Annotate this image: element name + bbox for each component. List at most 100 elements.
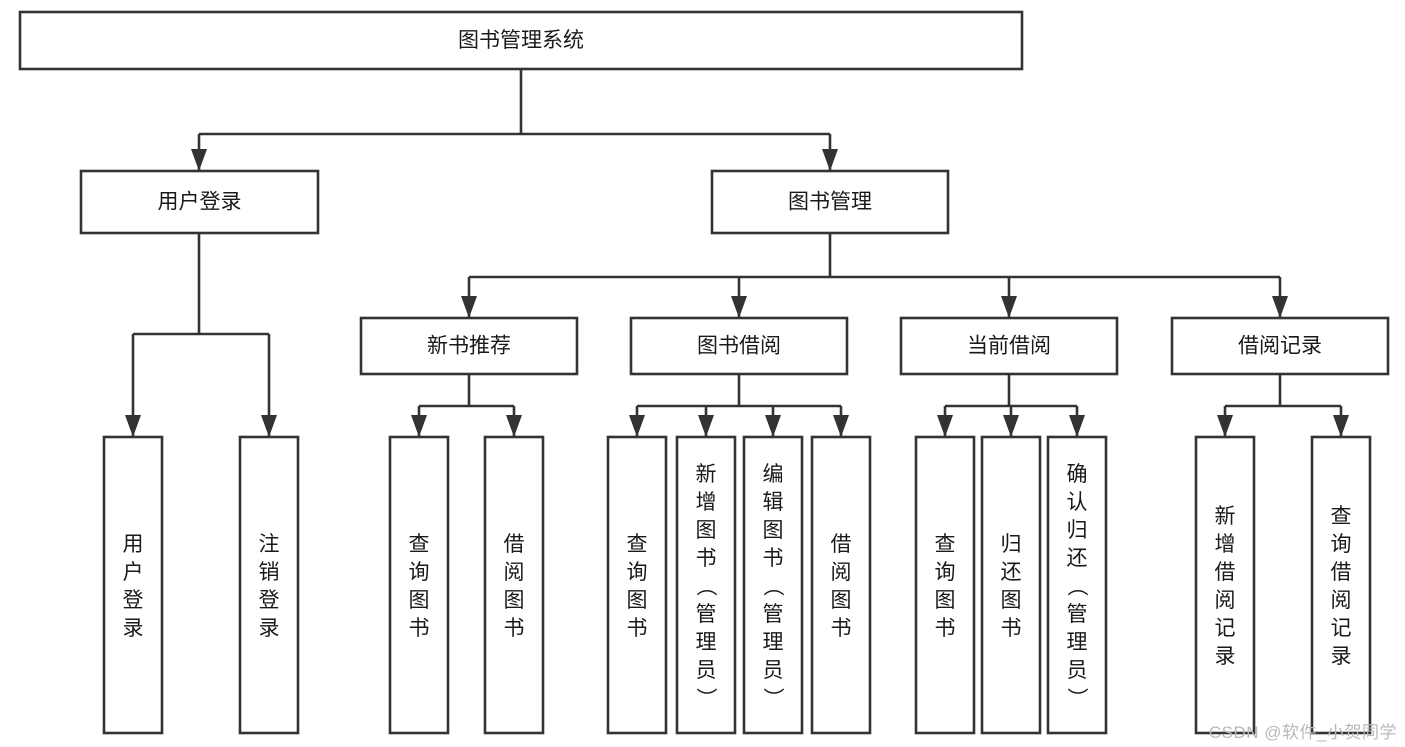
node-box	[238, 435, 300, 735]
svg-text:归: 归	[1001, 533, 1022, 556]
node-label: 当前借阅	[967, 335, 1051, 358]
svg-text:借: 借	[504, 533, 525, 556]
svg-text:新: 新	[1215, 505, 1236, 528]
svg-text:书: 书	[1001, 617, 1022, 640]
arrow-head-icon	[1272, 296, 1288, 318]
svg-text:借: 借	[1331, 561, 1352, 584]
svg-text:销: 销	[259, 561, 280, 584]
node-box	[980, 435, 1042, 735]
node-label: 用户登录	[158, 191, 242, 214]
node-level3-借阅记录[interactable]: 借阅记录	[1170, 316, 1390, 376]
node-level3-图书借阅[interactable]: 图书借阅	[629, 316, 849, 376]
svg-text:理: 理	[763, 631, 784, 654]
node-level2-用户登录[interactable]: 用户登录	[79, 169, 320, 235]
arrow-head-icon	[411, 415, 427, 437]
svg-text:录: 录	[123, 617, 144, 640]
node-box	[742, 435, 804, 735]
arrow-head-icon	[1217, 415, 1233, 437]
svg-text:）: ）	[694, 687, 717, 708]
svg-text:增: 增	[1215, 533, 1236, 556]
svg-text:登: 登	[123, 589, 144, 612]
svg-text:记: 记	[1215, 617, 1236, 640]
node-box	[102, 435, 164, 735]
svg-text:图: 图	[504, 589, 525, 612]
node-box	[18, 10, 1024, 71]
arrow-head-icon	[833, 415, 849, 437]
connector-edges	[125, 69, 1349, 437]
node-box	[899, 316, 1119, 376]
node-leaf-用户登录[interactable]: 用户登录	[102, 435, 164, 735]
node-level2-图书管理[interactable]: 图书管理	[710, 169, 950, 235]
arrow-head-icon	[822, 149, 838, 171]
svg-text:借: 借	[831, 533, 852, 556]
node-box	[1310, 435, 1372, 735]
svg-text:还: 还	[1067, 547, 1088, 570]
svg-text:查: 查	[409, 533, 430, 556]
svg-text:）: ）	[761, 687, 784, 708]
node-box	[606, 435, 668, 735]
svg-text:查: 查	[1331, 505, 1352, 528]
node-label: 图书管理	[788, 191, 872, 214]
svg-text:阅: 阅	[504, 561, 525, 584]
arrow-head-icon	[125, 415, 141, 437]
svg-text:图: 图	[1001, 589, 1022, 612]
svg-text:阅: 阅	[1215, 589, 1236, 612]
svg-text:）: ）	[1065, 687, 1088, 708]
node-level3-当前借阅[interactable]: 当前借阅	[899, 316, 1119, 376]
svg-text:录: 录	[1331, 645, 1352, 668]
arrow-head-icon	[461, 296, 477, 318]
node-box	[359, 316, 579, 376]
svg-text:注: 注	[259, 533, 280, 556]
svg-text:管: 管	[1067, 603, 1088, 626]
svg-text:书: 书	[763, 547, 784, 570]
svg-text:员: 员	[763, 659, 784, 682]
node-box	[1046, 435, 1108, 735]
svg-text:（: （	[1065, 575, 1088, 596]
arrow-head-icon	[506, 415, 522, 437]
svg-text:编: 编	[763, 463, 784, 486]
diagram-nodes: 图书管理系统用户登录图书管理新书推荐图书借阅当前借阅借阅记录用户登录注销登录查询…	[18, 10, 1390, 735]
svg-text:增: 增	[696, 491, 717, 514]
svg-text:查: 查	[935, 533, 956, 556]
svg-text:辑: 辑	[763, 491, 784, 514]
arrow-head-icon	[731, 296, 747, 318]
svg-text:询: 询	[627, 561, 648, 584]
node-box	[675, 435, 737, 735]
node-label: 用户登录	[123, 533, 144, 640]
node-root-图书管理系统[interactable]: 图书管理系统	[18, 10, 1024, 71]
node-box	[483, 435, 545, 735]
arrow-head-icon	[937, 415, 953, 437]
arrow-head-icon	[1003, 415, 1019, 437]
svg-text:询: 询	[1331, 533, 1352, 556]
svg-text:询: 询	[409, 561, 430, 584]
svg-text:（: （	[761, 575, 784, 596]
svg-text:图: 图	[409, 589, 430, 612]
svg-text:图: 图	[763, 519, 784, 542]
svg-text:登: 登	[259, 589, 280, 612]
arrow-head-icon	[261, 415, 277, 437]
node-level3-新书推荐[interactable]: 新书推荐	[359, 316, 579, 376]
node-label: 借阅记录	[1238, 335, 1322, 358]
node-label: 图书管理系统	[458, 29, 584, 52]
arrow-head-icon	[1333, 415, 1349, 437]
node-box	[1170, 316, 1390, 376]
